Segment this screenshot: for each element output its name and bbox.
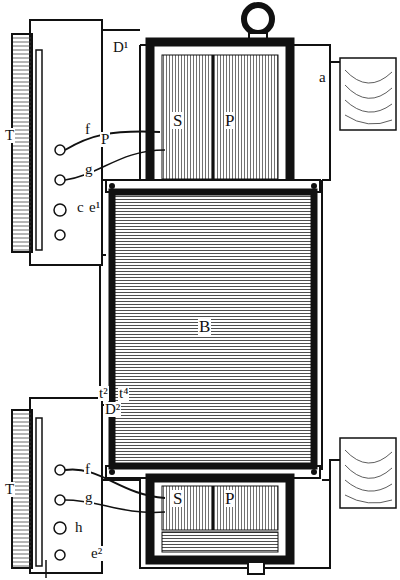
- part-label: P: [224, 112, 235, 129]
- part-label: h: [74, 520, 84, 535]
- part-label: a: [318, 70, 327, 85]
- part-label: c: [76, 200, 85, 215]
- part-label: g: [84, 162, 94, 177]
- part-label: g: [84, 490, 94, 505]
- part-label: D²: [104, 402, 121, 417]
- part-label: e²: [90, 546, 103, 561]
- part-label: T: [4, 128, 15, 143]
- part-label: f: [84, 462, 91, 477]
- part-label: t²: [98, 386, 109, 401]
- part-label: S: [172, 490, 183, 507]
- part-label: S: [172, 112, 183, 129]
- part-label: t⁴: [118, 386, 129, 401]
- part-label: e¹: [88, 200, 101, 215]
- part-label: f: [84, 122, 91, 137]
- part-label: B: [198, 318, 211, 335]
- part-label: T: [4, 482, 15, 497]
- part-label: P: [100, 132, 110, 147]
- part-label: D¹: [112, 40, 129, 55]
- part-label: P: [224, 490, 235, 507]
